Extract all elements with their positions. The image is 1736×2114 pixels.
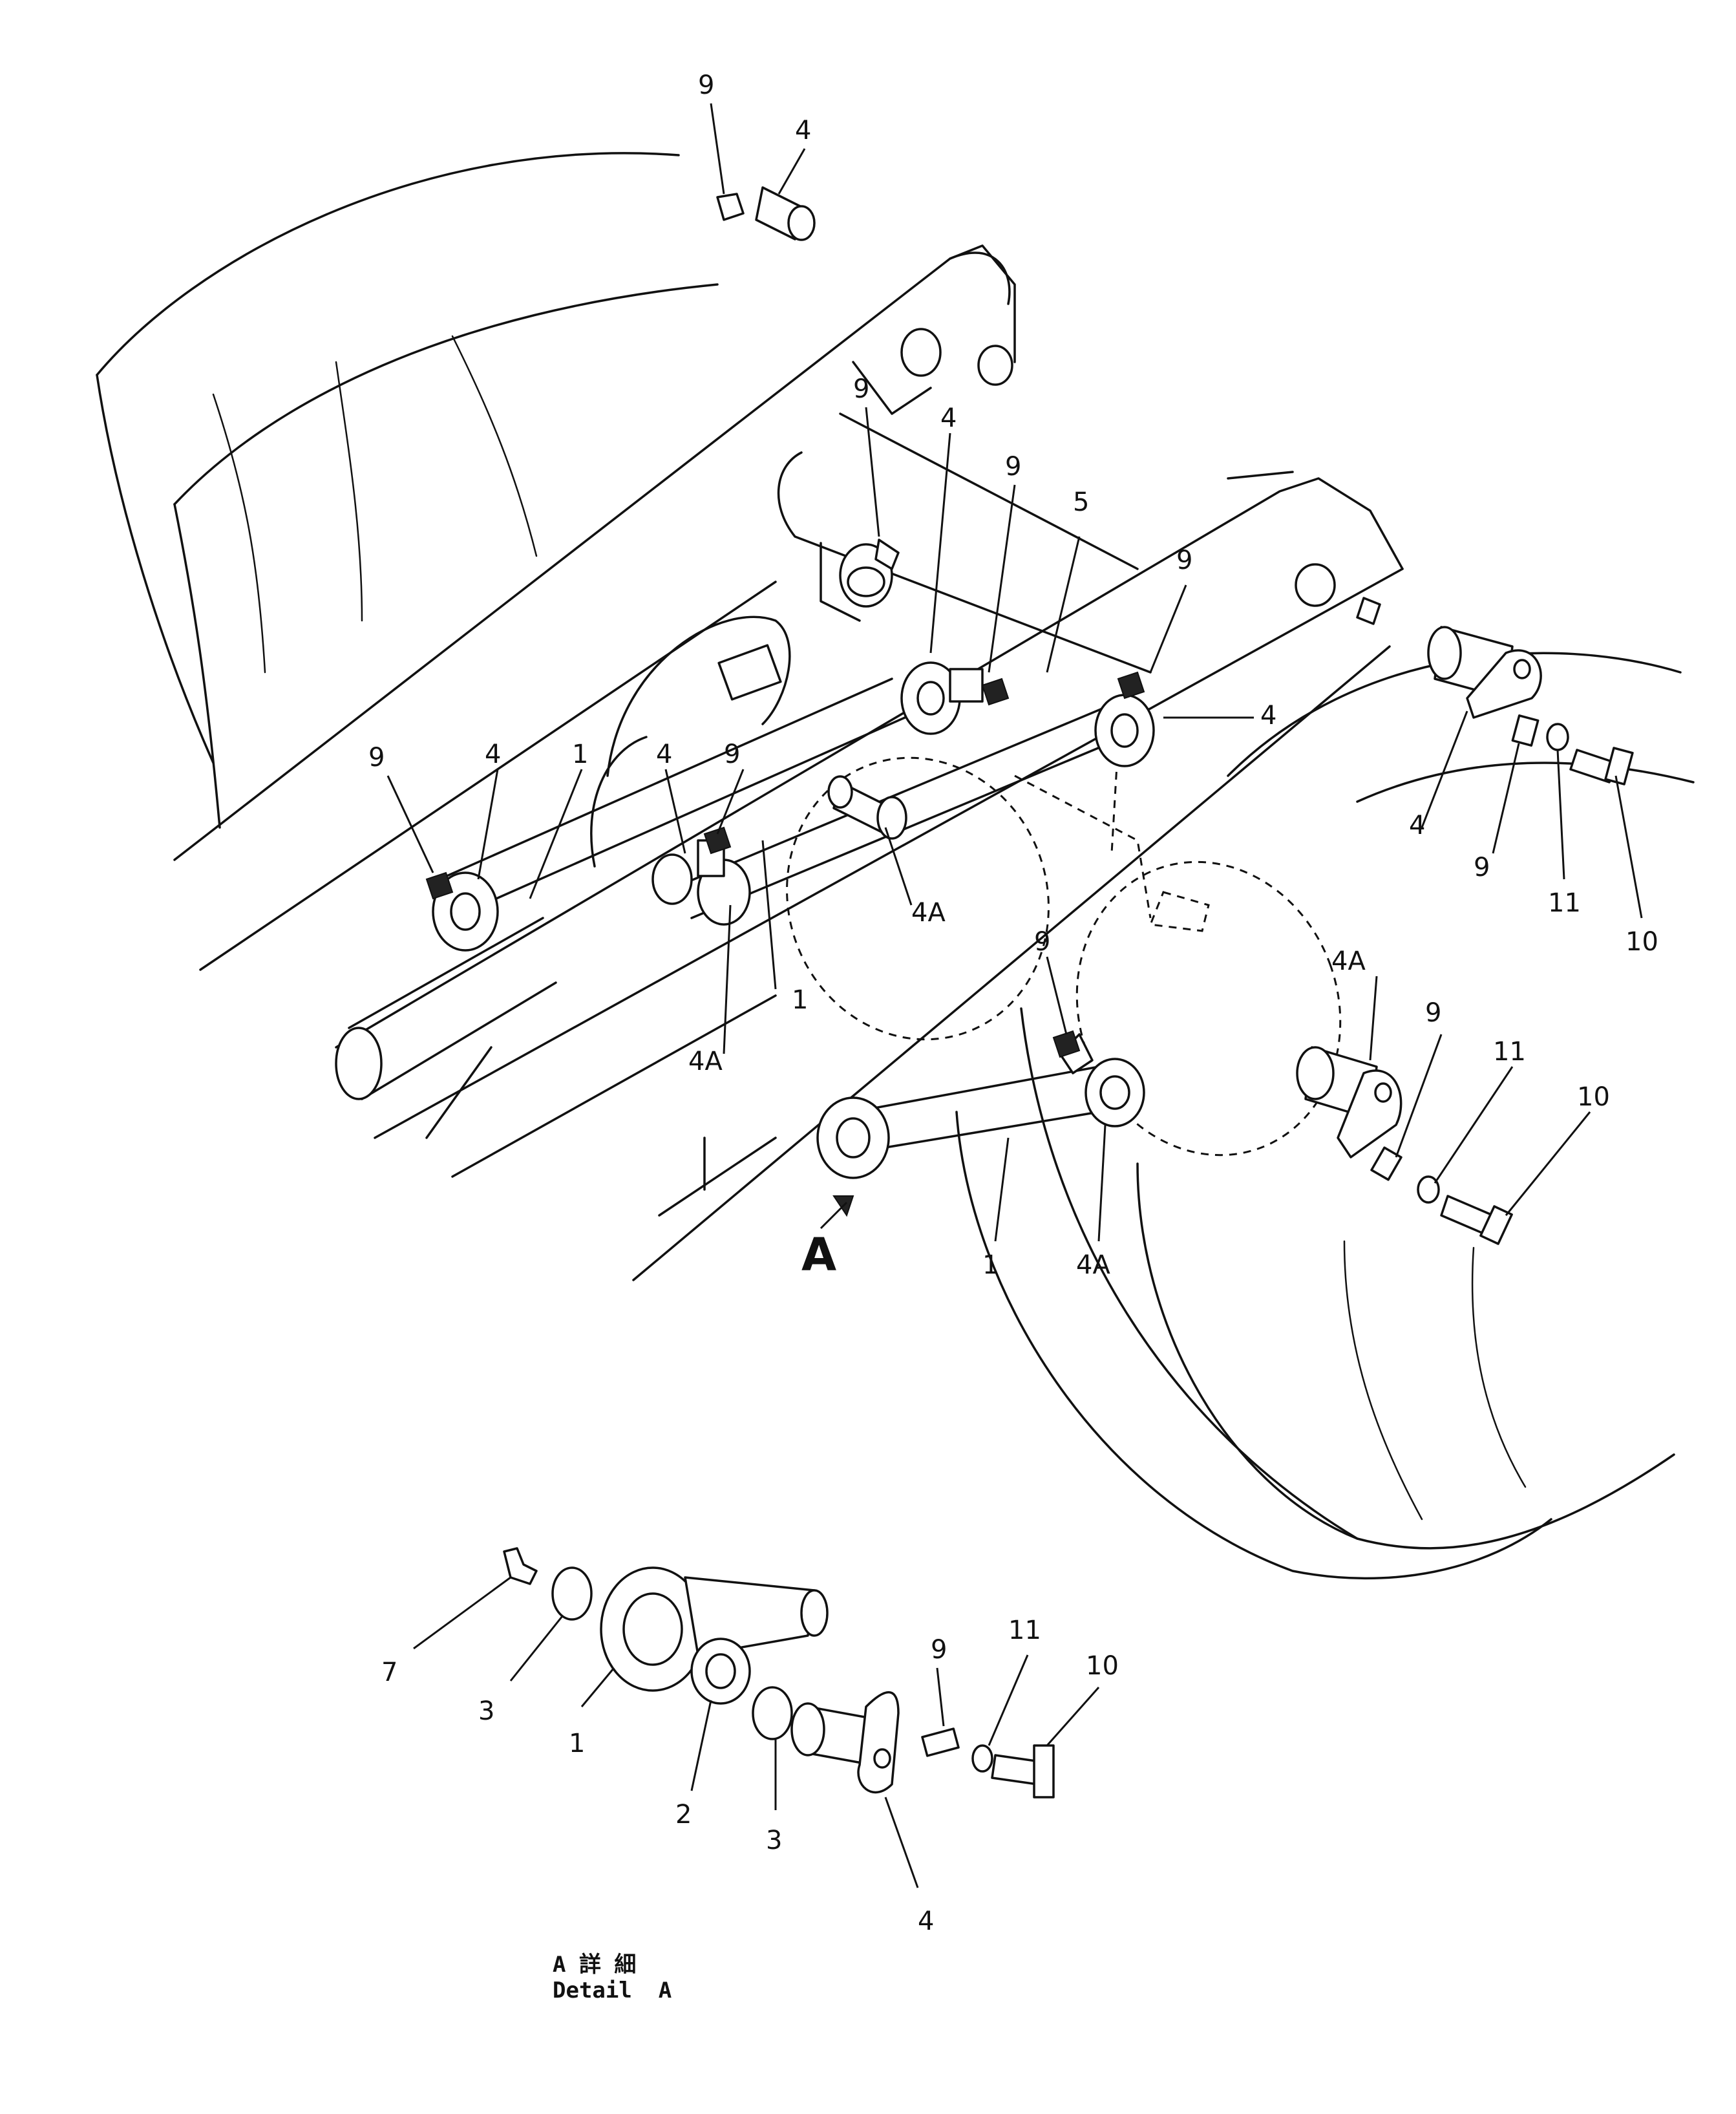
callout-top-4: 4 bbox=[795, 116, 811, 145]
callout-center-9: 9 bbox=[724, 740, 740, 769]
callout-right-4-top: 4 bbox=[1260, 701, 1276, 731]
exploded-pin-lower-right bbox=[1296, 1046, 1513, 1245]
callout-mid-5: 5 bbox=[1073, 487, 1089, 517]
callout-right-9: 9 bbox=[1474, 853, 1490, 882]
detail-washer bbox=[971, 1744, 993, 1773]
lower-arm bbox=[816, 1033, 1145, 1179]
caption-japanese: A 詳 細 bbox=[553, 1952, 636, 1978]
callout-lower-10-r: 10 bbox=[1577, 1082, 1610, 1112]
callout-lower-11-r: 11 bbox=[1493, 1037, 1526, 1067]
detail-bolt bbox=[991, 1744, 1055, 1799]
axle-housing bbox=[590, 615, 791, 868]
callout-detail-1: 1 bbox=[569, 1729, 585, 1758]
snap-ring-right bbox=[752, 1686, 793, 1740]
callout-right-10: 10 bbox=[1625, 927, 1658, 957]
lower-cross-tube bbox=[335, 917, 557, 1139]
callout-right-4: 4 bbox=[1409, 811, 1425, 840]
callout-right-9-top: 9 bbox=[1176, 546, 1192, 575]
left-tire-outline bbox=[96, 152, 719, 829]
callout-center-1: 1 bbox=[792, 985, 808, 1015]
callout-labels: 9 4 9 4 9 5 9 4 9 4 1 4 9 4A 1 4A 4 9 11… bbox=[368, 70, 1658, 1936]
callout-detail-2: 2 bbox=[675, 1800, 692, 1830]
center-arm bbox=[651, 694, 1155, 926]
callout-arm-1: 1 bbox=[982, 1250, 999, 1280]
leader-lines bbox=[386, 103, 1643, 1242]
callout-left-9: 9 bbox=[368, 743, 385, 773]
callout-lower-4A: 4A bbox=[688, 1047, 723, 1076]
callout-detail-4: 4 bbox=[918, 1906, 934, 1936]
upper-mount-pin bbox=[839, 539, 900, 608]
main-frame bbox=[173, 244, 1404, 1281]
callout-detail-3a: 3 bbox=[478, 1696, 494, 1726]
callout-arm-4A: 4A bbox=[1076, 1250, 1110, 1280]
callout-lower-9: 9 bbox=[1034, 927, 1050, 957]
view-marker-label: A bbox=[801, 1228, 836, 1281]
detail-arm bbox=[600, 1566, 829, 1692]
exploded-pin-upper-right bbox=[1356, 597, 1634, 785]
callout-detail-9: 9 bbox=[931, 1635, 947, 1665]
callout-right-11: 11 bbox=[1548, 888, 1581, 918]
caption-english: Detail A bbox=[553, 1978, 672, 2003]
upper-arm bbox=[432, 661, 984, 952]
detail-lock-plate bbox=[921, 1727, 960, 1757]
top-pin bbox=[716, 186, 816, 241]
callout-detail-7: 7 bbox=[381, 1658, 397, 1687]
snap-ring-left bbox=[551, 1566, 593, 1621]
detail-pin bbox=[790, 1691, 900, 1794]
callout-mid-4-a: 4 bbox=[940, 403, 957, 433]
callout-detail-3b: 3 bbox=[766, 1826, 782, 1855]
detail-caption: A 詳 細 Detail A bbox=[553, 1952, 672, 2003]
callout-detail-11: 11 bbox=[1008, 1616, 1041, 1645]
detail-a-parts bbox=[413, 1547, 1100, 1888]
callout-mid-9-b: 9 bbox=[1005, 452, 1021, 482]
callout-left-1: 1 bbox=[572, 740, 588, 769]
lock-plates bbox=[425, 671, 1145, 1058]
callout-detail-10: 10 bbox=[1086, 1651, 1119, 1681]
center-pin-4a bbox=[827, 775, 907, 840]
callout-center-4: 4 bbox=[656, 740, 672, 769]
callout-top-9: 9 bbox=[698, 70, 714, 100]
callout-lower-9-r: 9 bbox=[1425, 998, 1441, 1028]
callout-mid-9-a: 9 bbox=[853, 374, 869, 404]
hidden-lines bbox=[786, 743, 1342, 1157]
callout-left-4: 4 bbox=[485, 740, 501, 769]
view-marker-a: A bbox=[801, 1195, 854, 1281]
callout-center-4A: 4A bbox=[911, 898, 946, 928]
callout-lower-4A-r: 4A bbox=[1331, 946, 1366, 976]
right-tire-outline bbox=[955, 652, 1695, 1580]
